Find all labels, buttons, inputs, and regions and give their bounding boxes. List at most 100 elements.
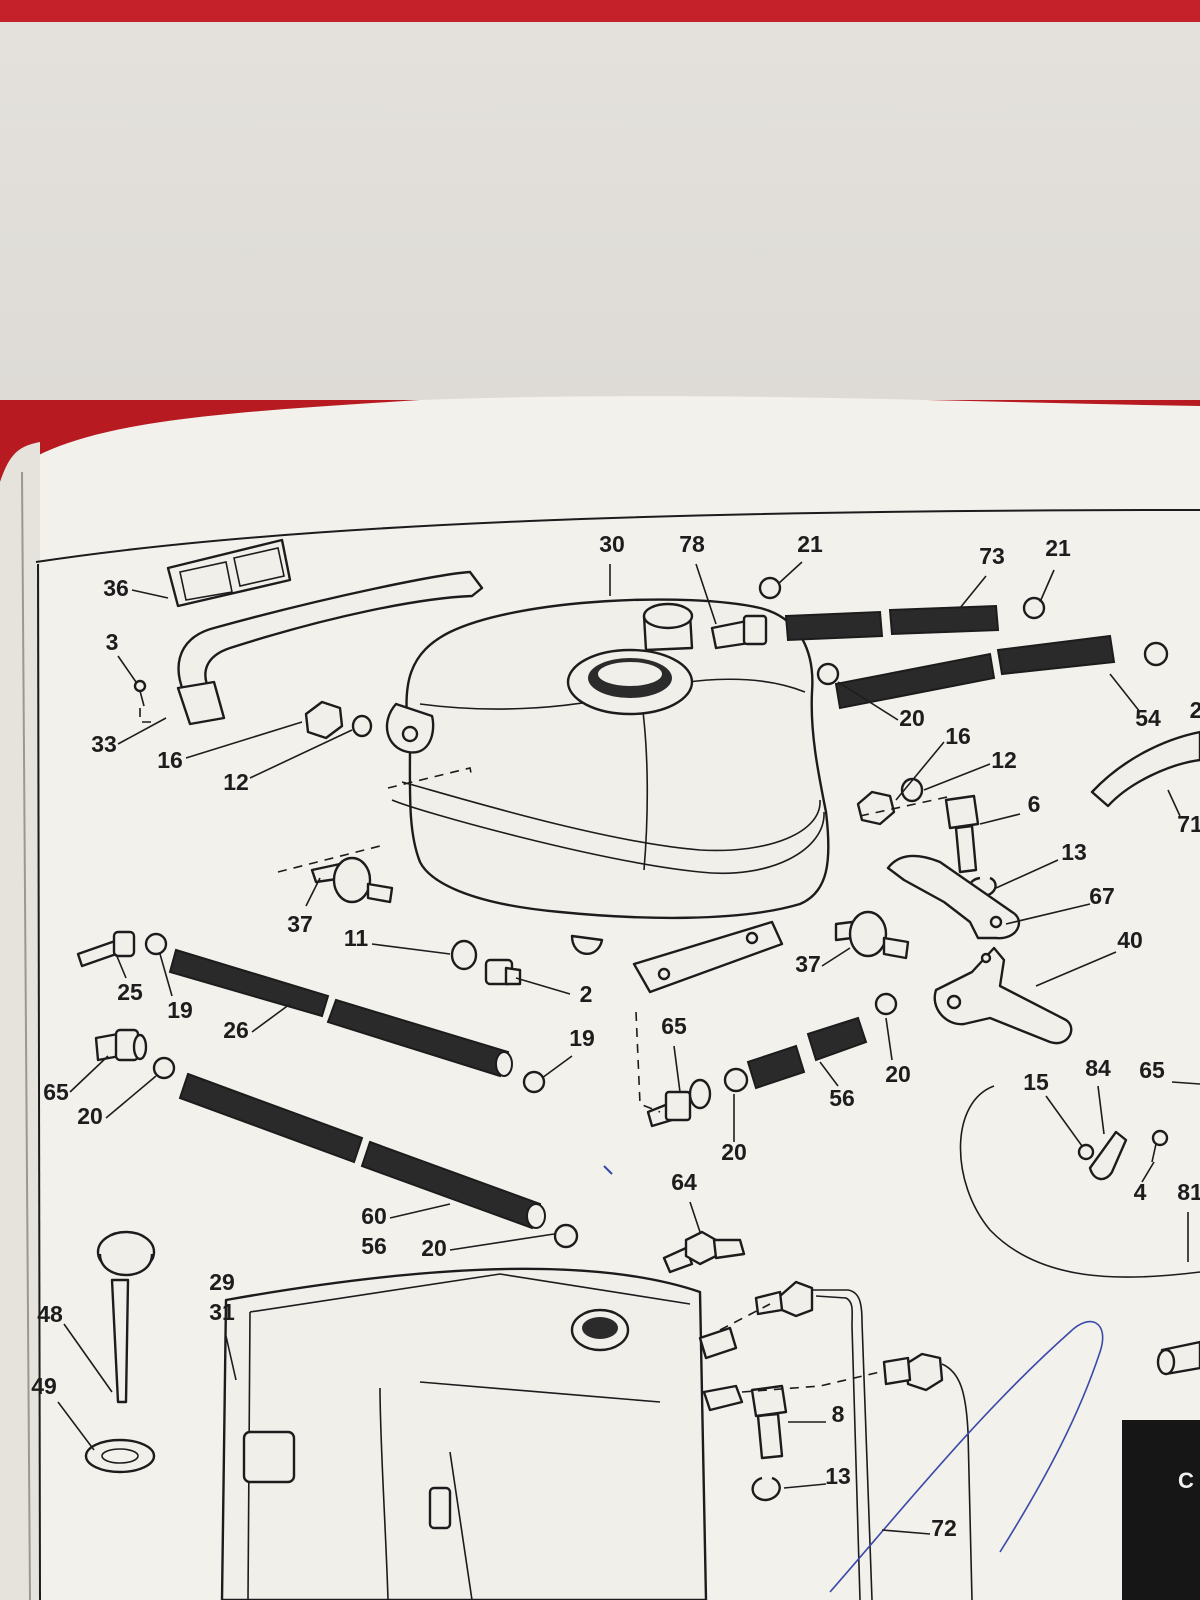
callout-c15: 15	[1023, 1069, 1049, 1095]
clamps-top	[758, 576, 1169, 686]
dash-line-4	[635, 1011, 661, 1113]
leader-line-c37b	[821, 947, 851, 967]
callout-c54: 54	[1135, 705, 1161, 731]
dipstick	[96, 1230, 156, 1404]
leader-line-c65b	[673, 1045, 681, 1093]
fitting-lower-1	[698, 1326, 738, 1360]
callout-c72: 72	[931, 1515, 957, 1541]
leader-line-c16b	[895, 741, 945, 801]
callout-c65b: 65	[661, 1013, 687, 1039]
leader-line-c13b	[783, 1483, 827, 1489]
leader-line-c6	[979, 813, 1021, 825]
leader-line-c31	[225, 1335, 237, 1381]
leader-line-c65a	[69, 1055, 109, 1093]
leader-line-c40	[1035, 951, 1117, 987]
dash-line-6	[741, 1371, 881, 1393]
leader-line-c36	[131, 589, 169, 599]
callout-c37a: 37	[287, 911, 313, 937]
hose-26	[168, 948, 513, 1078]
clip-84	[1088, 1130, 1128, 1181]
leader-line-c65c	[1171, 1081, 1200, 1085]
callout-c16b: 16	[945, 723, 971, 749]
bracket-40	[933, 946, 1073, 1045]
leader-line-c15	[1045, 1095, 1083, 1147]
washer-11	[450, 939, 478, 971]
callout-c65c: 65	[1139, 1057, 1165, 1083]
callout-c12b: 12	[991, 747, 1017, 773]
bolt-6	[944, 794, 980, 874]
callout-c40: 40	[1117, 927, 1143, 953]
leader-line-c26	[251, 1003, 291, 1033]
callout-c3: 3	[106, 629, 119, 655]
hose-stub-right	[1156, 1340, 1200, 1376]
callout-c37b: 37	[795, 951, 821, 977]
clamp-20e	[874, 992, 898, 1016]
plug-2	[484, 958, 522, 986]
leader-line-c19b	[541, 1055, 573, 1079]
leader-line-c67	[1005, 903, 1091, 925]
leader-line-c37a	[305, 877, 321, 907]
callout-c20e: 20	[885, 1061, 911, 1087]
callout-c29: 29	[209, 1269, 235, 1295]
callout-c13b: 13	[825, 1463, 851, 1489]
leader-line-c20a	[105, 1075, 157, 1119]
callout-c33: 33	[91, 731, 117, 757]
leader-line-c20e	[885, 1017, 893, 1061]
leader-line-c60	[389, 1203, 451, 1219]
dash-line-2	[277, 845, 381, 873]
callout-c84: 84	[1085, 1055, 1111, 1081]
callout-c4: 4	[1134, 1179, 1147, 1205]
callout-c6: 6	[1028, 791, 1041, 817]
callout-c8: 8	[832, 1401, 845, 1427]
leader-line-c78	[695, 563, 717, 625]
clamp-20d	[723, 1067, 749, 1093]
hose-73	[784, 604, 1000, 642]
leader-line-c21a	[777, 561, 803, 585]
hose-71	[1090, 730, 1200, 808]
callout-c2: 2	[580, 981, 593, 1007]
leader-line-c56b	[819, 1061, 839, 1087]
section-tab-label: C	[1178, 1468, 1194, 1493]
pen-scribble	[829, 1320, 1104, 1593]
callout-c21a: 21	[797, 531, 823, 557]
clamp-20b	[553, 1223, 579, 1249]
callout-c20a: 20	[77, 1103, 103, 1129]
callout-c16a: 16	[157, 747, 183, 773]
leader-line-c72	[881, 1529, 931, 1535]
hose-60	[178, 1072, 546, 1230]
leader-line-c71	[1167, 789, 1181, 817]
washer-49	[84, 1438, 156, 1474]
bracket-67	[886, 854, 1021, 940]
fitting-64	[662, 1230, 746, 1274]
leader-line-c11	[371, 943, 451, 955]
fitting-lower-2	[702, 1384, 744, 1412]
callout-c60: 60	[361, 1203, 387, 1229]
callout-c12a: 12	[223, 769, 249, 795]
callout-c49: 49	[31, 1373, 57, 1399]
leader-line-c19a	[159, 953, 173, 997]
callout-c71: 71	[1177, 811, 1200, 837]
book-cover-edge-top	[0, 0, 1200, 26]
section-tab	[1122, 1420, 1200, 1600]
hose-54	[834, 634, 1116, 710]
callout-c56a: 56	[361, 1233, 387, 1259]
callout-c65a: 65	[43, 1079, 69, 1105]
strap-bracket	[176, 570, 484, 726]
callout-c25: 25	[117, 979, 143, 1005]
bolt-8	[750, 1384, 788, 1460]
callout-c36: 36	[103, 575, 129, 601]
oil-tank	[385, 598, 830, 994]
callout-c20d: 20	[721, 1139, 747, 1165]
callout-c19a: 19	[167, 997, 193, 1023]
callout-c2b: 2	[1190, 697, 1200, 723]
clamp-19b	[522, 1070, 546, 1094]
callout-c20c: 20	[899, 705, 925, 731]
exploded-parts-diagram: 3633316123711225192619652060562030782173…	[31, 531, 1200, 1600]
leader-line-c54	[1109, 673, 1141, 713]
washer-12-left	[351, 714, 373, 738]
leader-line-c20b	[449, 1233, 555, 1251]
screw-3	[133, 679, 147, 707]
leader-line-c20c	[837, 681, 899, 721]
callout-c30: 30	[599, 531, 625, 557]
